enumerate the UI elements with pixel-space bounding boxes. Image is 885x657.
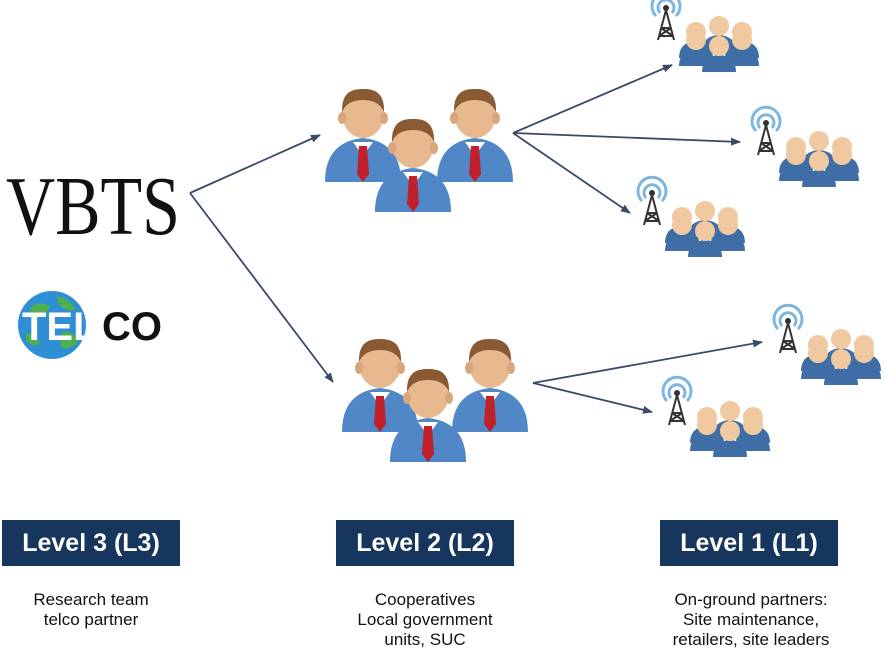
arrow-l2-top-to-l1-2 bbox=[512, 132, 741, 146]
arrows bbox=[189, 64, 763, 414]
level-3-desc-line: Research team bbox=[33, 590, 149, 609]
community-people-icon bbox=[638, 177, 745, 257]
arrow-l2-top-to-l1-1 bbox=[512, 64, 673, 134]
level-1-description: On-ground partners: Site maintenance, re… bbox=[648, 590, 854, 650]
business-people-icon bbox=[342, 338, 528, 462]
community-people-icon bbox=[752, 107, 859, 187]
level-3-description: Research team telco partner bbox=[2, 590, 180, 630]
level-2-badge: Level 2 (L2) bbox=[336, 520, 514, 566]
level-1-desc-line: Site maintenance, bbox=[682, 610, 820, 629]
community-people-icon bbox=[663, 377, 770, 457]
community-people-icon bbox=[774, 305, 881, 385]
level-2-desc-line: Local government bbox=[357, 610, 493, 629]
level-2-description: Cooperatives Local government units, SUC bbox=[326, 590, 524, 650]
level-1-badge: Level 1 (L1) bbox=[660, 520, 838, 566]
arrow-l3-to-l2-top bbox=[189, 134, 321, 194]
level-3-desc-line: telco partner bbox=[43, 610, 139, 629]
arrow-l2-bottom-to-l1-5 bbox=[532, 382, 653, 414]
telco-logo-prefix: TEL bbox=[22, 305, 98, 349]
level-2-desc-line: units, SUC bbox=[384, 630, 466, 649]
globe-icon bbox=[18, 291, 86, 359]
telco-logo: TEL CO bbox=[18, 291, 162, 359]
level-2-desc-line: Cooperatives bbox=[374, 590, 476, 609]
level-1-desc-line: retailers, site leaders bbox=[672, 630, 830, 649]
level-3-badge: Level 3 (L3) bbox=[2, 520, 180, 566]
vbts-logo: VBTS bbox=[6, 160, 180, 246]
level-1-desc-line: On-ground partners: bbox=[674, 590, 828, 609]
arrow-l2-top-to-l1-3 bbox=[512, 132, 631, 214]
community-people-icon bbox=[652, 0, 759, 72]
arrow-l2-bottom-to-l1-4 bbox=[532, 339, 763, 384]
arrow-l3-to-l2-bottom bbox=[189, 192, 334, 383]
business-people-icon bbox=[325, 88, 513, 212]
telco-logo-suffix: CO bbox=[102, 305, 162, 349]
vbts-logo-text: VBTS bbox=[6, 160, 180, 246]
